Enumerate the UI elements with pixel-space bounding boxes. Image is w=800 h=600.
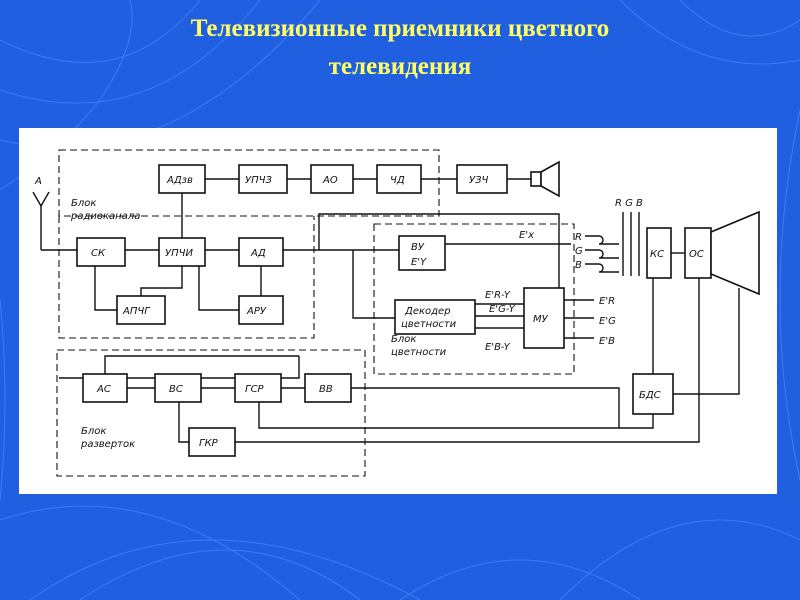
group-radio-label-2: радиоканала	[70, 211, 140, 222]
block-vu	[398, 235, 446, 271]
signal-rgb-top-label: R G B	[615, 198, 643, 209]
signal-g-label: G	[575, 246, 583, 257]
group-color-label-1: Блок	[391, 334, 416, 345]
signal-er-y-label: E'R-Y	[485, 290, 511, 301]
signal-ex-label: E'x	[519, 230, 534, 241]
title-line-1: Телевизионные приемники цветного	[190, 15, 610, 42]
block-mu-label: МУ	[533, 314, 549, 325]
rgb-input-coils	[585, 212, 640, 276]
block-ks	[646, 227, 672, 279]
block-decoder-label-2: цветности	[401, 319, 457, 330]
slide-title: Телевизионные приемники цветного телевид…	[40, 10, 760, 86]
group-scan-label-2: разверток	[80, 439, 135, 450]
signal-eg-y-label: E'G-Y	[489, 304, 516, 315]
signal-eg-label: E'G	[599, 316, 616, 327]
block-gsr-label: ГСР	[245, 384, 265, 395]
signal-er-label: E'R	[599, 296, 615, 307]
group-color-label-2: цветности	[391, 347, 447, 358]
block-decoder	[394, 299, 476, 335]
group-scan-border	[56, 349, 366, 477]
block-ks-label: КС	[650, 249, 664, 260]
block-vv-label: ВВ	[319, 384, 333, 395]
speaker-icon	[530, 160, 560, 198]
block-upchi	[158, 237, 206, 267]
block-chd-label: ЧД	[390, 175, 405, 186]
block-as-label: АС	[96, 384, 111, 395]
signal-eb-y-label: E'B-Y	[485, 342, 511, 353]
group-radio-border	[58, 149, 440, 217]
block-sk	[76, 237, 126, 267]
block-gkr-label: ГКР	[199, 438, 219, 449]
group-radio-border-lower	[58, 216, 315, 339]
group-color-border	[373, 223, 575, 375]
block-os	[684, 227, 712, 279]
block-ao-label: АО	[322, 175, 338, 186]
block-upchz-label: УПЧЗ	[245, 175, 272, 186]
block-vs-label: ВС	[169, 384, 183, 395]
block-vu-output: E'Y	[411, 257, 427, 268]
block-vu-label: ВУ	[411, 242, 425, 253]
block-ad	[238, 237, 284, 267]
block-bds-label: БДС	[639, 390, 661, 401]
block-diagram: A Блок радиоканала Блок цветности Блок р…	[32, 149, 760, 477]
block-mu	[523, 287, 565, 349]
block-ad-label: АД	[250, 248, 266, 259]
block-gsr	[234, 373, 282, 403]
block-os-label: ОС	[689, 249, 704, 260]
kinescope-tube-icon	[710, 210, 760, 296]
block-aru-label: АРУ	[246, 306, 267, 317]
antenna-icon	[32, 191, 50, 250]
group-radio-label-1: Блок	[71, 198, 96, 209]
block-chd	[376, 164, 422, 194]
block-upchi-label: УПЧИ	[165, 248, 193, 259]
block-diagram-panel: A Блок радиоканала Блок цветности Блок р…	[19, 128, 777, 494]
group-scan-label-1: Блок	[81, 426, 106, 437]
antenna-label: A	[34, 176, 42, 187]
block-apchg-label: АПЧГ	[122, 306, 151, 317]
block-sk-label: СК	[91, 248, 106, 259]
signal-eb-label: E'B	[599, 336, 615, 347]
signal-b-label: B	[575, 260, 582, 271]
block-ad-zv-label: АДзв	[166, 175, 193, 186]
block-decoder-label-1: Декодер	[404, 306, 451, 317]
block-uzch-label: УЗЧ	[469, 175, 489, 186]
title-line-2: телевидения	[328, 53, 472, 80]
signal-r-label: R	[575, 232, 582, 243]
